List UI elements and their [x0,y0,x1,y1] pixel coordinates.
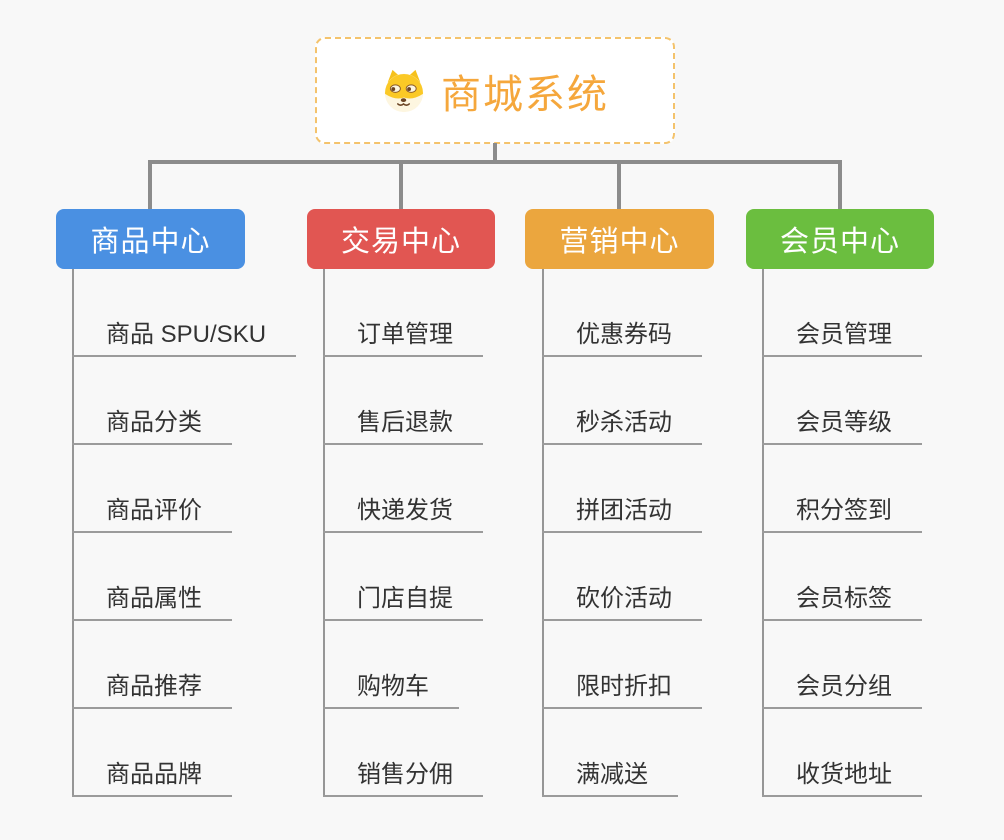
leaf-node[interactable]: 积分签到 [762,491,922,533]
leaf-node[interactable]: 会员管理 [762,315,922,357]
root-node[interactable]: 商城系统 [315,37,675,144]
branch-node-member-center[interactable]: 会员中心 [746,209,934,269]
leaf-node[interactable]: 会员等级 [762,403,922,445]
leaf-node[interactable]: 会员标签 [762,579,922,621]
branch-spine-line [323,269,325,797]
leaf-node[interactable]: 售后退款 [323,403,483,445]
leaf-node[interactable]: 购物车 [323,667,459,709]
connector-branch-stem [617,160,621,210]
dog-face-icon [384,69,424,112]
leaf-node[interactable]: 砍价活动 [542,579,702,621]
leaf-node[interactable]: 门店自提 [323,579,483,621]
leaf-node[interactable]: 销售分佣 [323,755,483,797]
connector-branch-stem [148,160,152,210]
root-node-label: 商城系统 [441,72,609,117]
leaf-node[interactable]: 商品推荐 [72,667,232,709]
branch-spine-line [762,269,764,797]
branch-spine-line [72,269,74,797]
leaf-node[interactable]: 商品评价 [72,491,232,533]
leaf-node[interactable]: 快递发货 [323,491,483,533]
connector-branch-stem [838,160,842,210]
connector-branch-stem [399,160,403,210]
leaf-node[interactable]: 商品分类 [72,403,232,445]
branch-node-product-center[interactable]: 商品中心 [56,209,245,269]
connector-horizontal-line [148,160,842,164]
leaf-node[interactable]: 商品 SPU/SKU [72,315,297,357]
connector-root-stem [493,143,497,162]
leaf-node[interactable]: 会员分组 [762,667,922,709]
branch-spine-line [542,269,544,797]
leaf-node[interactable]: 商品属性 [72,579,232,621]
leaf-node[interactable]: 收货地址 [762,755,922,797]
branch-node-trade-center[interactable]: 交易中心 [307,209,495,269]
leaf-node[interactable]: 拼团活动 [542,491,702,533]
leaf-node[interactable]: 限时折扣 [542,667,702,709]
leaf-node[interactable]: 秒杀活动 [542,403,702,445]
leaf-node[interactable]: 商品品牌 [72,755,232,797]
branch-node-marketing-center[interactable]: 营销中心 [525,209,714,269]
leaf-node[interactable]: 满减送 [542,755,678,797]
leaf-node[interactable]: 优惠券码 [542,315,702,357]
leaf-node[interactable]: 订单管理 [323,315,483,357]
